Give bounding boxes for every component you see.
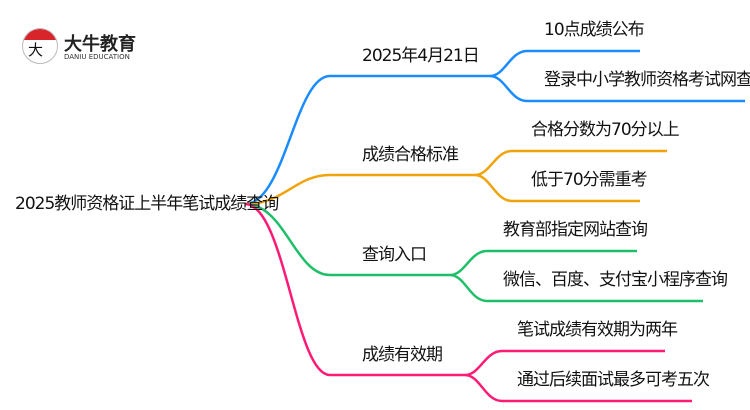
connector-branch-3 xyxy=(244,202,450,277)
connector-branch-3-child-1 xyxy=(449,249,637,277)
branch-4-label: 成绩有效期 xyxy=(362,345,443,365)
branch-3-child-2: 微信、百度、支付宝小程序查询 xyxy=(503,270,728,290)
connector-branch-1 xyxy=(244,74,490,206)
branch-3-label: 查询入口 xyxy=(362,245,427,265)
branch-1-child-2: 登录中小学教师资格考试网查询 xyxy=(544,70,750,90)
logo-subtitle: DANIU EDUCATION xyxy=(64,53,130,61)
connector-branch-3-child-2 xyxy=(449,273,703,303)
connector-branch-4-child-1 xyxy=(464,349,665,377)
connector-branch-2 xyxy=(244,173,475,206)
branch-2-child-2: 低于70分需重考 xyxy=(531,170,648,190)
connector-branch-2-child-2 xyxy=(474,173,640,203)
connector-branch-1-child-1 xyxy=(489,49,640,78)
logo: 大牛 大牛教育 DANIU EDUCATION xyxy=(22,28,162,68)
connector-branch-4 xyxy=(244,202,465,377)
connector-branch-4-child-2 xyxy=(464,373,692,403)
branch-4-child-1: 笔试成绩有效期为两年 xyxy=(517,320,678,340)
root-topic: 2025教师资格证上半年笔试成绩查询 xyxy=(15,194,279,214)
connector-branch-2-child-1 xyxy=(474,149,667,177)
branch-4-child-2: 通过后续面试最多可考五次 xyxy=(517,370,710,390)
logo-name: 大牛教育 xyxy=(64,34,136,55)
connector-branch-1-child-2 xyxy=(489,74,745,103)
logo-mark-icon: 大牛 xyxy=(22,28,58,64)
branch-1-child-1: 10点成绩公布 xyxy=(544,20,645,40)
branch-1-label: 2025年4月21日 xyxy=(362,46,480,66)
branch-2-child-1: 合格分数为70分以上 xyxy=(531,120,680,140)
branch-3-child-1: 教育部指定网站查询 xyxy=(503,220,648,240)
branch-2-label: 成绩合格标准 xyxy=(362,145,459,165)
